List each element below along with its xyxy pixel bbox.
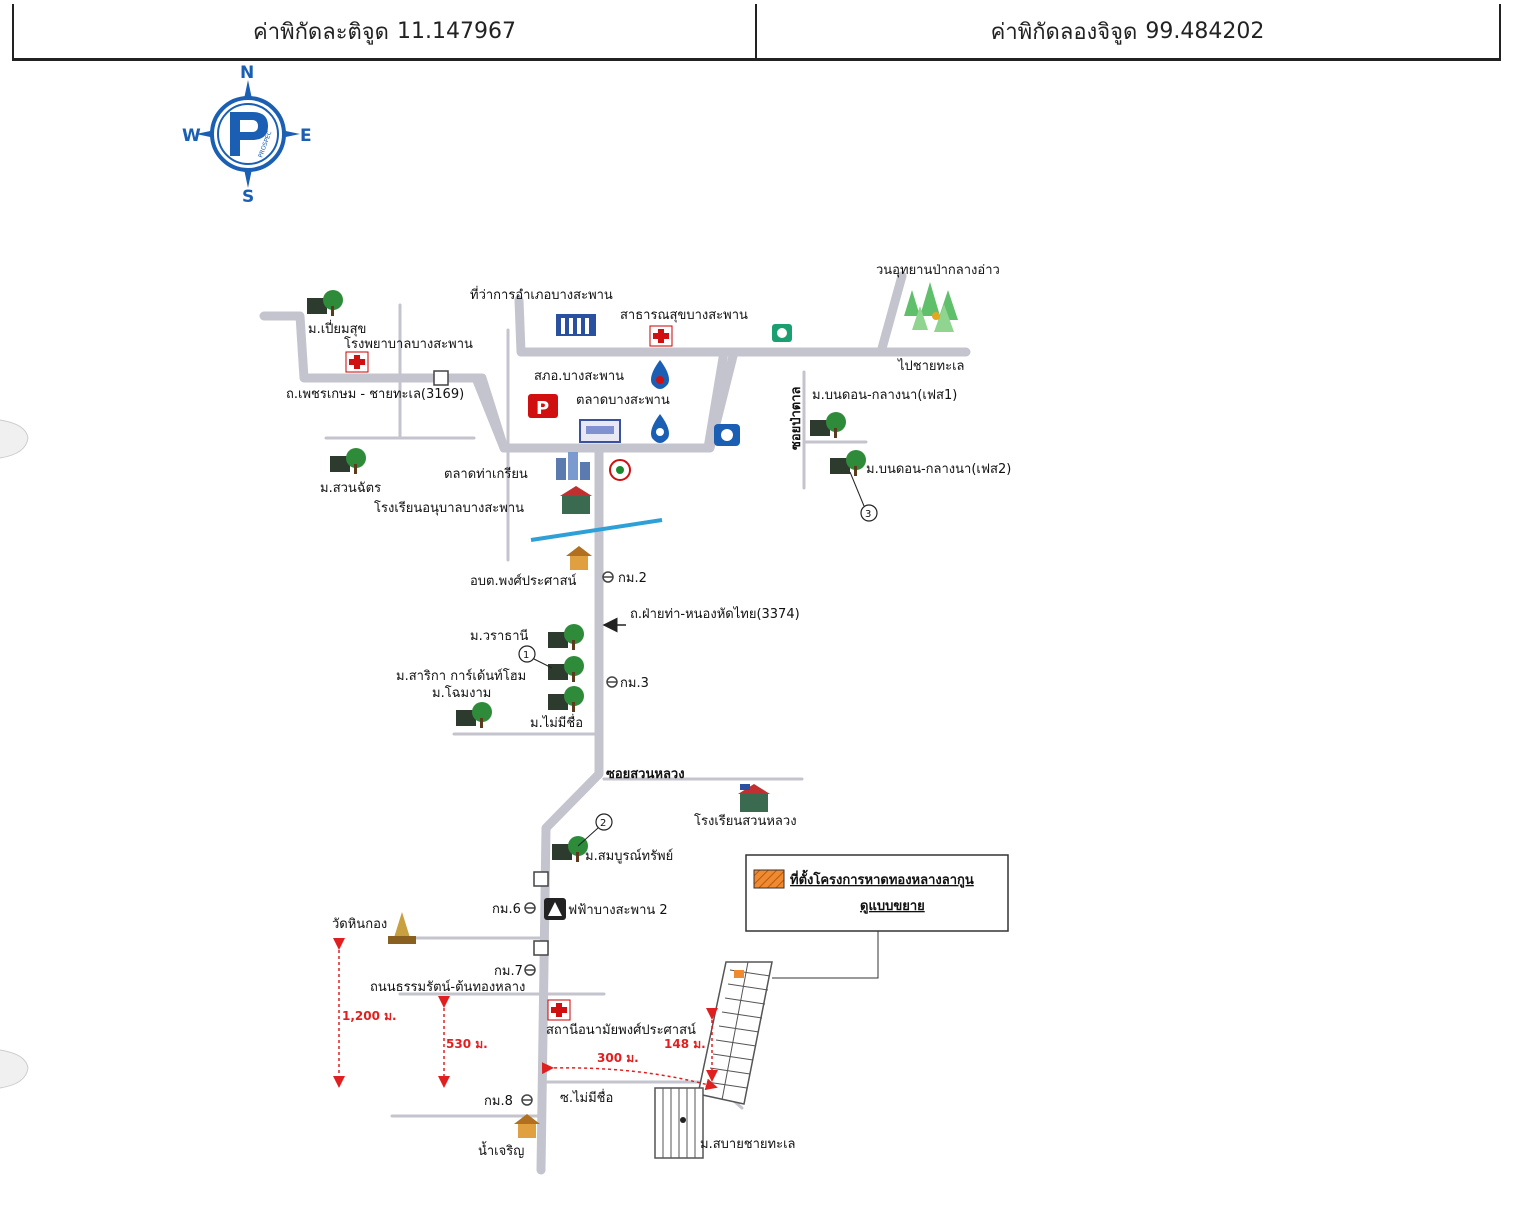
gas-station-icon [651,414,669,443]
label-market-thakrian: ตลาดท่าเกรียน [444,466,528,482]
tambon-office-icon [566,546,592,570]
coordinate-header: ค่าพิกัดละติจูด 11.147967 ค่าพิกัดลองจิจู… [12,4,1501,61]
label-village-bondon2: ม.บนดอน-กลางนา(เฟส2) [866,462,1011,477]
label-village-somboon: ม.สมบูรณ์ทรัพย์ [585,848,673,864]
village-icon [307,290,343,316]
gas-station-icon [651,360,669,389]
substation-icon [544,898,566,920]
label-village-piamsuk: ม.เปี่ยมสุข [308,320,366,337]
namcharoen-icon [514,1114,540,1138]
legend-line-2: ดูแบบขยาย [860,899,925,914]
temple-icon [388,912,416,944]
label-temple: วัดหินกอง [332,917,387,932]
label-to-beach: ไปชายทะเล [897,358,965,374]
longitude-label: ค่าพิกัดลองจิจูด [990,19,1138,45]
compass-rose: N S W E PROSPEC [182,63,312,207]
label-village-sabai: ม.สบายชายทะเล [700,1137,796,1152]
label-village-bondon1: ม.บนดอน-กลางนา(เฟส1) [812,388,957,403]
label-km8: กม.8 [484,1094,513,1109]
label-road-fai: ถ.ฝ่ายท่า-หนองหัดไทย(3374) [630,606,800,622]
km-markers [521,571,618,1106]
bank-kbank-icon [609,459,631,481]
label-km3: กม.3 [620,676,649,691]
label-namcharoen: น้ำเจริญ [478,1141,524,1159]
compass-w: W [182,126,201,146]
label-soi-pasak: ซอยป่าตาล [789,386,804,450]
village-icon [548,624,584,650]
distance-1200: 1,200 ม. [342,1009,397,1023]
thakrian-market-icon [556,452,590,480]
binder-hole [0,1049,29,1089]
label-hospital: โรงพยาบาลบางสะพาน [344,336,473,352]
label-district-office: ที่ว่าการอำเภอบางสะพาน [470,286,613,303]
health-station-icon [547,999,571,1021]
binder-hole [0,419,29,459]
project-site [654,961,773,1159]
label-village-warathani: ม.วราธานี [470,628,529,644]
label-km7: กม.7 [494,964,523,979]
label-village-sarika: ม.สาริกา การ์เด้นท์โฮม [396,668,526,684]
distance-530: 530 ม. [446,1037,488,1051]
latitude-value: 11.147967 [396,18,516,44]
village-icon [330,448,366,474]
bank-icon [714,424,740,446]
village-icon [548,656,584,682]
bridge-icons [433,370,549,956]
village-icon [552,836,588,862]
ptt-icon: P [528,394,558,419]
svg-text:P: P [536,398,549,419]
village-icon [830,450,866,476]
label-soi-mai-mi-chue: ซ.ไม่มีชื่อ [560,1089,613,1106]
school-icon [560,486,592,514]
village-icon [456,702,492,728]
market-icon [579,419,621,443]
hospital-icon [345,351,369,373]
latitude-label: ค่าพิกัดละติจูด [253,19,389,45]
distance-annotations [333,938,718,1091]
latitude-cell: ค่าพิกัดละติจูด 11.147967 [14,4,755,58]
header-divider [755,4,757,58]
label-village-suanchat: ม.สวนฉัตร [320,481,381,496]
label-km6: กม.6 [492,902,521,917]
label-public-health: สาธารณสุขบางสะพาน [620,308,748,323]
compass-s: S [242,187,254,207]
numbered-markers: 1 2 3 [518,471,878,847]
distance-148: 148 ม. [664,1037,706,1051]
label-road-thammarat: ถนนธรรมรัตน์-ต้นทองหลาง [370,979,525,995]
longitude-cell: ค่าพิกัดลองจิจูด 99.484202 [757,4,1498,58]
school-suanluang-icon [738,784,770,812]
label-forest-park: วนอุทยานป่ากลางอ่าว [876,263,1000,278]
village-icon [548,686,584,712]
public-health-icon [649,325,673,347]
district-office-icon [556,314,596,336]
label-tambon-office: อบต.พงศ์ประศาสน์ [470,573,577,589]
marker-2: 2 [600,818,606,829]
marker-3: 3 [865,509,871,520]
forest-park-icon [904,282,958,332]
water-icon [772,324,792,342]
compass-n: N [240,63,254,83]
label-health-station: สถานีอนามัยพงศ์ประศาสน์ [546,1022,696,1038]
label-village-chomngam: ม.โฉมงาม [432,685,491,701]
label-police: สภอ.บางสะพาน [534,369,624,384]
label-km2: กม.2 [618,571,647,586]
label-soi-suanluang: ซอยสวนหลวง [606,767,685,782]
longitude-value: 99.484202 [1145,18,1265,44]
main-roads [259,271,971,1175]
label-school-suanluang: โรงเรียนสวนหลวง [694,813,797,829]
village-icon [810,412,846,438]
label-substation: ฟฟ้าบางสะพาน 2 [568,903,668,918]
canal [530,518,663,542]
legend-box: ที่ตั้งโครงการหาดทองหลางลากูน ดูแบบขยาย [745,854,1009,979]
label-road-petchkasem: ถ.เพชรเกษม - ชายทะเล(3169) [286,387,464,402]
distance-300: 300 ม. [597,1051,639,1065]
marker-1: 1 [523,650,529,661]
legend-line-1: ที่ตั้งโครงการหาดทองหลางลากูน [790,869,974,888]
compass-e: E [300,126,312,146]
label-market-bangsaphan: ตลาดบางสะพาน [576,393,670,408]
label-school-anuban: โรงเรียนอนุบาลบางสะพาน [374,500,524,516]
label-village-mai-mi-chue: ม.ไม่มีชื่อ [530,714,583,731]
